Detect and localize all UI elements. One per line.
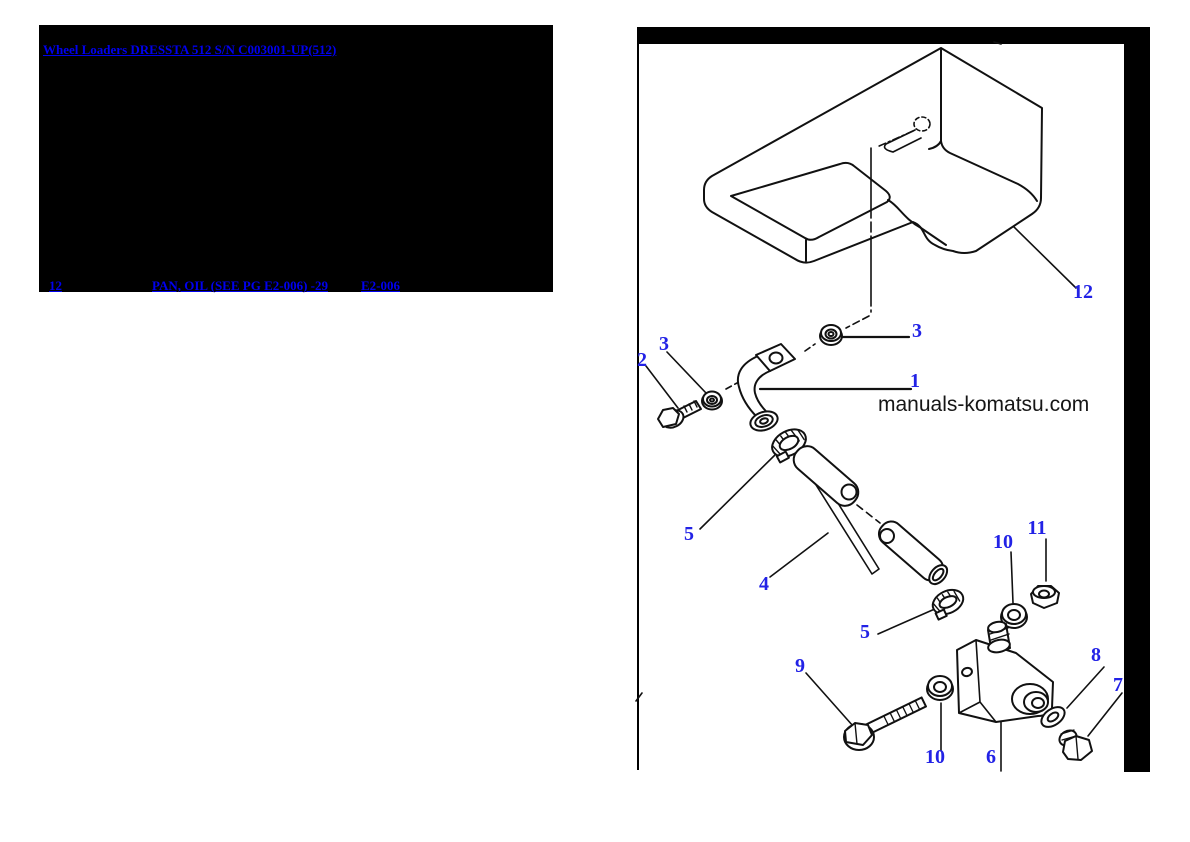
- oil-pan-drawing: [703, 47, 1043, 329]
- part-callout-6[interactable]: 6: [986, 746, 996, 768]
- bolt-9-drawing: [843, 696, 927, 751]
- elbow-tube-drawing: [725, 343, 816, 432]
- part-ref-link[interactable]: 12: [49, 278, 62, 293]
- part-callout-5[interactable]: 5: [860, 621, 870, 643]
- washer-3-upper-drawing: [819, 324, 843, 346]
- part-callout-11[interactable]: 11: [1027, 517, 1047, 539]
- plug-7-drawing: [1058, 729, 1093, 761]
- part-callout-9[interactable]: 9: [795, 655, 805, 677]
- part-callout-8[interactable]: 8: [1091, 644, 1101, 666]
- washer-10-lower-drawing: [926, 675, 954, 701]
- catalog-header-panel: Wheel Loaders DRESSTA 512 S/N C003001-UP…: [39, 25, 553, 293]
- part-callout-2[interactable]: 2: [637, 349, 647, 371]
- part-callout-3[interactable]: 3: [912, 320, 922, 342]
- part-callout-4[interactable]: 4: [759, 573, 769, 595]
- fold-tick: [635, 692, 643, 702]
- hose-4-drawing: [792, 445, 949, 586]
- clamp-5-lower-drawing: [931, 588, 965, 621]
- bracket-6-drawing: [956, 620, 1054, 723]
- nut-11-drawing: [1030, 585, 1060, 609]
- bolt-2-drawing: [657, 400, 702, 429]
- part-callout-12[interactable]: 12: [1073, 281, 1093, 303]
- part-callout-1[interactable]: 1: [910, 370, 920, 392]
- part-callout-5[interactable]: 5: [684, 523, 694, 545]
- part-callout-3[interactable]: 3: [659, 333, 669, 355]
- leader-lines: [645, 225, 1123, 772]
- model-title-link[interactable]: Wheel Loaders DRESSTA 512 S/N C003001-UP…: [43, 42, 337, 57]
- washer-10-upper-drawing: [1000, 603, 1028, 629]
- part-callout-10[interactable]: 10: [925, 746, 945, 768]
- top-tick: [993, 41, 1002, 45]
- part-description-link[interactable]: PAN, OIL (SEE PG E2-006) -29: [152, 278, 328, 293]
- washer-8-drawing: [1040, 706, 1066, 728]
- part-page-link[interactable]: E2-006: [361, 278, 400, 293]
- part-callout-7[interactable]: 7: [1113, 674, 1123, 696]
- watermark-text: manuals-komatsu.com: [878, 393, 1090, 416]
- diagram-frame: [637, 27, 1150, 772]
- part-callout-10[interactable]: 10: [993, 531, 1013, 553]
- washer-3-left-drawing: [701, 390, 723, 411]
